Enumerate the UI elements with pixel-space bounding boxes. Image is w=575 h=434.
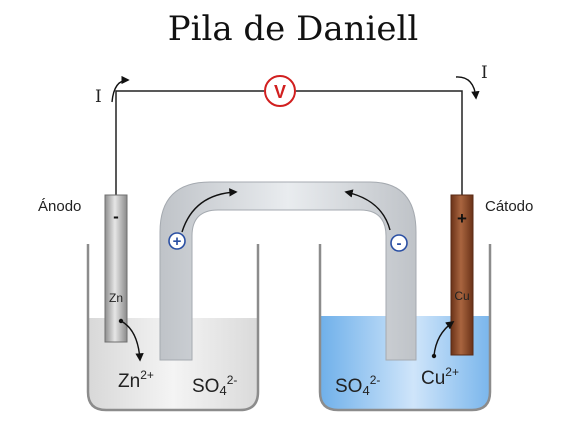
- bridge-arrow-left: [181, 188, 238, 233]
- bridge-arrow-right: [344, 189, 391, 231]
- current-label-left: I: [95, 87, 102, 107]
- cathode-sign: +: [457, 209, 467, 228]
- current-label-right: I: [481, 63, 488, 83]
- svg-text:-: -: [397, 235, 402, 252]
- right-beaker: [318, 244, 492, 412]
- current-arrow-right: [455, 76, 480, 100]
- zn-release-arrow: [120, 320, 144, 362]
- voltmeter-symbol: V: [274, 82, 286, 102]
- right-solution: [320, 316, 490, 410]
- zinc-electrode: [104, 194, 128, 343]
- copper-symbol: Cu: [454, 289, 469, 303]
- copper-electrode: [450, 194, 474, 356]
- sulfate-ion-right: SO42-: [335, 373, 380, 398]
- bridge-negative-sign: -: [390, 234, 408, 252]
- salt-bridge: [159, 181, 417, 361]
- zinc-ion-label: Zn2+: [118, 368, 154, 392]
- left-solution: [88, 318, 258, 410]
- diagram-title: Pila de Daniell: [168, 9, 419, 49]
- cathode-label: Cátodo: [485, 198, 533, 215]
- left-beaker: [86, 244, 260, 412]
- bridge-positive-sign: +: [168, 232, 186, 250]
- copper-ion-label: Cu2+: [421, 365, 459, 389]
- anode-sign: -: [113, 207, 119, 226]
- voltmeter: V: [264, 75, 296, 107]
- svg-text:+: +: [173, 233, 182, 250]
- anode-label: Ánodo: [38, 198, 81, 215]
- external-wire: [115, 90, 463, 198]
- current-arrow-left: [111, 75, 130, 103]
- cu-deposit-arrow: [433, 321, 455, 357]
- zinc-symbol: Zn: [109, 291, 123, 305]
- sulfate-ion-left: SO42-: [192, 373, 237, 398]
